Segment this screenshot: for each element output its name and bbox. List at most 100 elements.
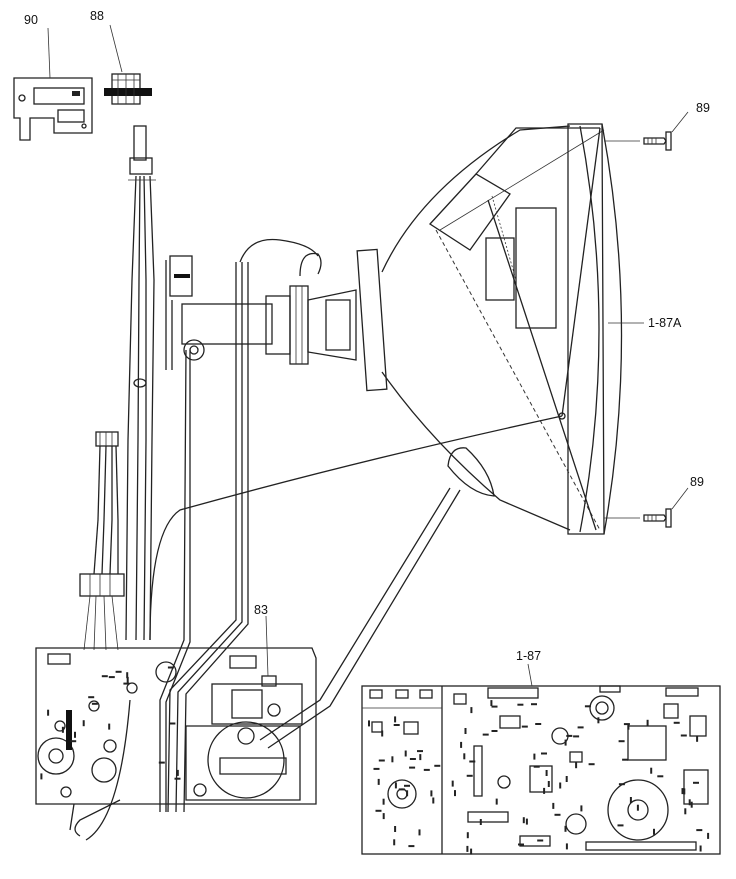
pcb-component (167, 666, 174, 669)
pcb-component (61, 726, 64, 733)
label-part-90: 90 (24, 13, 38, 27)
yoke-wires (149, 262, 563, 813)
hv-cable-bundle (125, 125, 156, 641)
pcb-component (91, 702, 98, 705)
pcb-component (418, 829, 421, 836)
pcb-component (176, 769, 179, 776)
pcb-component (454, 790, 456, 797)
pcb-component (681, 788, 684, 795)
pcb-component (547, 781, 550, 787)
pcb-component (495, 798, 498, 805)
pcb-component (522, 817, 525, 824)
pcb-component (368, 720, 370, 727)
pcb-component (554, 813, 561, 816)
pcb-component (375, 809, 382, 812)
pcb-component (627, 723, 630, 730)
pcb-component (565, 776, 568, 782)
pcb-component (377, 778, 380, 785)
pcb-component (381, 730, 384, 737)
bracket-plate-part (13, 27, 93, 141)
pcb-component (618, 783, 625, 786)
pcb-component (629, 797, 632, 803)
pcb-component (394, 782, 397, 789)
pcb-component (382, 798, 385, 805)
pcb-component (518, 843, 524, 846)
pcb-component (382, 813, 385, 820)
pcb-component (490, 700, 493, 707)
pcb-component (126, 676, 129, 683)
pcb-component (543, 787, 546, 794)
pcb-component (491, 730, 498, 732)
pcb-component (419, 754, 422, 761)
pcb-component (696, 829, 703, 832)
pcb-component (398, 788, 405, 791)
pcb-component (535, 723, 542, 725)
pcb-component (693, 781, 699, 784)
pcb-component (158, 761, 165, 764)
pcb-component (617, 824, 624, 827)
pcb-component (680, 734, 687, 737)
deflection-yoke-assembly (165, 238, 357, 370)
pcb-component (108, 723, 111, 730)
pcb-component (580, 805, 583, 812)
pcb-component (460, 741, 463, 748)
pcb-component (74, 731, 76, 738)
main-pcb-part (361, 663, 721, 855)
pcb-component (566, 734, 573, 737)
pcb-component (391, 756, 394, 763)
pcb-component (101, 675, 108, 678)
pcb-component (373, 767, 380, 770)
pcb-component (533, 765, 540, 768)
pcb-component (525, 818, 528, 825)
pcb-component (684, 808, 687, 815)
pcb-component (417, 750, 423, 753)
pcb-component (690, 801, 693, 808)
label-part-83: 83 (254, 603, 268, 617)
pcb-component (533, 753, 536, 760)
pcb-component (657, 775, 664, 778)
pcb-component (464, 728, 467, 734)
pcb-component (434, 764, 441, 767)
pcb-component (537, 839, 544, 842)
pcb-component (430, 790, 433, 797)
pcb-component (378, 759, 385, 762)
pcb-component (404, 784, 410, 787)
pcb-component (597, 717, 600, 724)
label-part-88: 88 (90, 9, 104, 23)
pcb-component (169, 722, 176, 725)
pcb-component (622, 758, 629, 761)
pcb-component (470, 848, 473, 855)
pcb-component (575, 762, 578, 769)
pcb-component (126, 672, 129, 679)
mounting-screw-top (604, 111, 689, 151)
pcb-component (40, 773, 43, 780)
pcb-component (47, 709, 50, 716)
pcb-component (517, 703, 524, 706)
pcb-component (541, 752, 547, 755)
pcb-component (466, 845, 469, 852)
pcb-component (108, 676, 115, 679)
pcb-component (394, 826, 397, 832)
pcb-component (573, 735, 580, 738)
pcb-component (699, 845, 702, 852)
pcb-component (404, 750, 407, 757)
pcb-component (466, 774, 473, 777)
pcb-component (588, 763, 595, 766)
pcb-component (565, 843, 568, 850)
pcb-component (423, 768, 430, 771)
pcb-component (70, 740, 77, 743)
mounting-screw-bottom (604, 487, 689, 528)
label-part-1-87a: 1-87A (648, 316, 682, 330)
pcb-component (618, 740, 625, 743)
pcb-component (463, 753, 466, 760)
pcb-component (115, 670, 122, 673)
pcb-component (673, 721, 680, 724)
pcb-component (394, 716, 397, 723)
crt-picture-tube (356, 123, 644, 535)
pcb-component (123, 682, 130, 685)
pcb-component (466, 832, 469, 839)
pcb-component (409, 758, 416, 760)
pcb-component (393, 839, 396, 846)
pcb-component (451, 780, 454, 787)
ring-magnet-part (104, 24, 152, 105)
